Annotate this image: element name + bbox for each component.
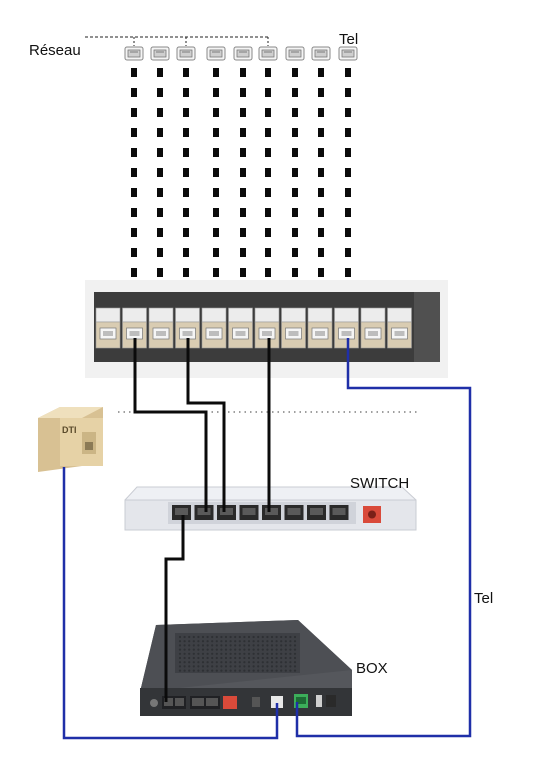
tel-top-label: Tel (339, 31, 359, 48)
patch-panel-port (254, 307, 280, 349)
network-label: Réseau (29, 42, 81, 59)
switch-port (217, 505, 236, 520)
patch-panel-port (387, 307, 412, 349)
patch-panel-port (307, 307, 333, 349)
switch-port (284, 505, 304, 520)
blue-cables (62, 338, 472, 740)
patch-panel-port (360, 307, 386, 349)
tel-side-label: Tel (474, 590, 494, 607)
black-cables (133, 338, 271, 702)
patch-panel-port (201, 307, 227, 349)
switch-port (329, 505, 349, 520)
switch-ports (172, 505, 349, 520)
dti-label: DTI (62, 425, 77, 435)
cable-runs (131, 68, 351, 292)
patch-panel-port (175, 307, 200, 349)
wall-outlet-icon (124, 46, 144, 61)
wall-outlet-icon (258, 46, 278, 61)
network-bracket (85, 36, 270, 46)
wall-outlet-icon (206, 46, 226, 61)
switch-port (172, 505, 191, 520)
wall-outlet-icon (233, 46, 253, 61)
vent-grille (178, 635, 297, 672)
wall-outlet-icon (338, 46, 358, 61)
wall-outlet-icon (176, 46, 196, 61)
wall-outlet-icon (150, 46, 170, 61)
patch-panel-port (281, 307, 306, 349)
patch-panel-port (334, 307, 359, 349)
dti-box: DTI (38, 407, 103, 472)
patch-panel (85, 280, 448, 378)
wall-outlet-icon (311, 46, 331, 61)
wall-outlet-row (124, 46, 358, 61)
wall-outlet-icon (285, 46, 305, 61)
box-label: BOX (356, 660, 388, 677)
patch-panel-port (95, 307, 121, 349)
phone-port-white (271, 696, 283, 708)
switch-port (307, 505, 326, 520)
internet-box (140, 620, 352, 716)
patch-panel-port (228, 307, 253, 349)
switch-port (239, 505, 259, 520)
switch-port (262, 505, 281, 520)
patch-panel-ports (95, 307, 412, 349)
switch-label: SWITCH (350, 475, 410, 492)
patch-panel-port (148, 307, 174, 349)
switch-port (194, 505, 214, 520)
